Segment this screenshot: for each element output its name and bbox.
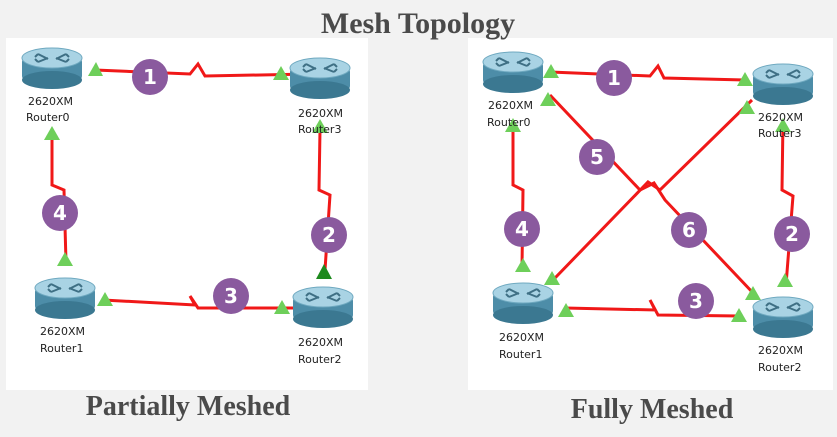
router-name-label: Router1 <box>499 348 542 361</box>
port-indicator <box>739 100 755 114</box>
port-indicator <box>777 273 793 287</box>
router-model-label: 2620XM <box>40 325 85 338</box>
full-badge-3: 3 <box>678 283 714 319</box>
router-model-label: 2620XM <box>28 95 73 108</box>
full-mesh-diagram: 1 2 3 4 5 6 2620XM Router0 2620XM Router… <box>482 51 814 374</box>
full-caption: Fully Meshed <box>571 394 734 425</box>
port-indicator <box>544 271 560 285</box>
link-number: 2 <box>785 222 799 246</box>
partial-badge-2: 2 <box>311 217 347 253</box>
port-indicator <box>775 118 791 132</box>
link-number: 4 <box>515 217 529 241</box>
partial-badge-1: 1 <box>132 59 168 95</box>
partial-mesh-diagram: 1 2 3 4 2620XM Router0 2620XM Router3 26… <box>21 47 354 366</box>
port-indicator <box>731 308 747 322</box>
link-number: 1 <box>607 66 621 90</box>
link-number: 3 <box>689 289 703 313</box>
link-number: 1 <box>143 65 157 89</box>
link-number: 4 <box>53 201 67 225</box>
router-name-label: Router0 <box>487 116 530 129</box>
router-name-label: Router3 <box>298 123 341 136</box>
port-indicator <box>505 118 521 132</box>
diagram-title: Mesh Topology <box>321 7 515 40</box>
partial-badge-3: 3 <box>213 278 249 314</box>
full-ports <box>505 64 793 322</box>
router-model-label: 2620XM <box>758 344 803 357</box>
router-model-label: 2620XM <box>758 111 803 124</box>
port-indicator <box>88 62 103 76</box>
port-indicator <box>543 64 559 78</box>
port-indicator <box>274 300 290 314</box>
router-model-label: 2620XM <box>499 331 544 344</box>
partial-caption: Partially Meshed <box>86 391 291 422</box>
full-badge-5: 5 <box>579 139 615 175</box>
port-indicator <box>558 303 574 317</box>
router-name-label: Router3 <box>758 127 801 140</box>
router-model-label: 2620XM <box>488 99 533 112</box>
port-indicator <box>737 72 753 86</box>
port-indicator <box>57 252 73 266</box>
partial-badge-4: 4 <box>42 195 78 231</box>
router-model-label: 2620XM <box>298 336 343 349</box>
full-link-6 <box>553 98 754 280</box>
partial-ports <box>44 62 332 314</box>
port-indicator <box>44 126 60 140</box>
port-indicator <box>316 264 332 279</box>
full-badge-6: 6 <box>671 212 707 248</box>
port-indicator <box>312 119 328 133</box>
router1-partial[interactable] <box>34 277 96 320</box>
link-number: 2 <box>322 223 336 247</box>
link-number: 3 <box>224 284 238 308</box>
full-badge-4: 4 <box>504 211 540 247</box>
full-badge-1: 1 <box>596 60 632 96</box>
router2-partial[interactable] <box>292 286 354 329</box>
router0-partial[interactable] <box>21 47 83 90</box>
port-indicator <box>273 66 289 80</box>
router2-full[interactable] <box>752 296 814 339</box>
router-model-label: 2620XM <box>298 107 343 120</box>
router-name-label: Router2 <box>758 361 801 374</box>
link-number: 6 <box>682 218 696 242</box>
router0-full[interactable] <box>482 51 544 94</box>
port-indicator <box>515 258 531 272</box>
port-indicator <box>97 292 113 306</box>
router3-partial[interactable] <box>289 57 351 100</box>
full-badge-2: 2 <box>774 216 810 252</box>
link-number: 5 <box>590 145 604 169</box>
port-indicator <box>745 286 761 300</box>
router-name-label: Router2 <box>298 353 341 366</box>
router-name-label: Router0 <box>26 111 69 124</box>
port-indicator <box>540 92 556 106</box>
router-name-label: Router1 <box>40 342 83 355</box>
router3-full[interactable] <box>752 63 814 106</box>
router1-full[interactable] <box>492 282 554 325</box>
